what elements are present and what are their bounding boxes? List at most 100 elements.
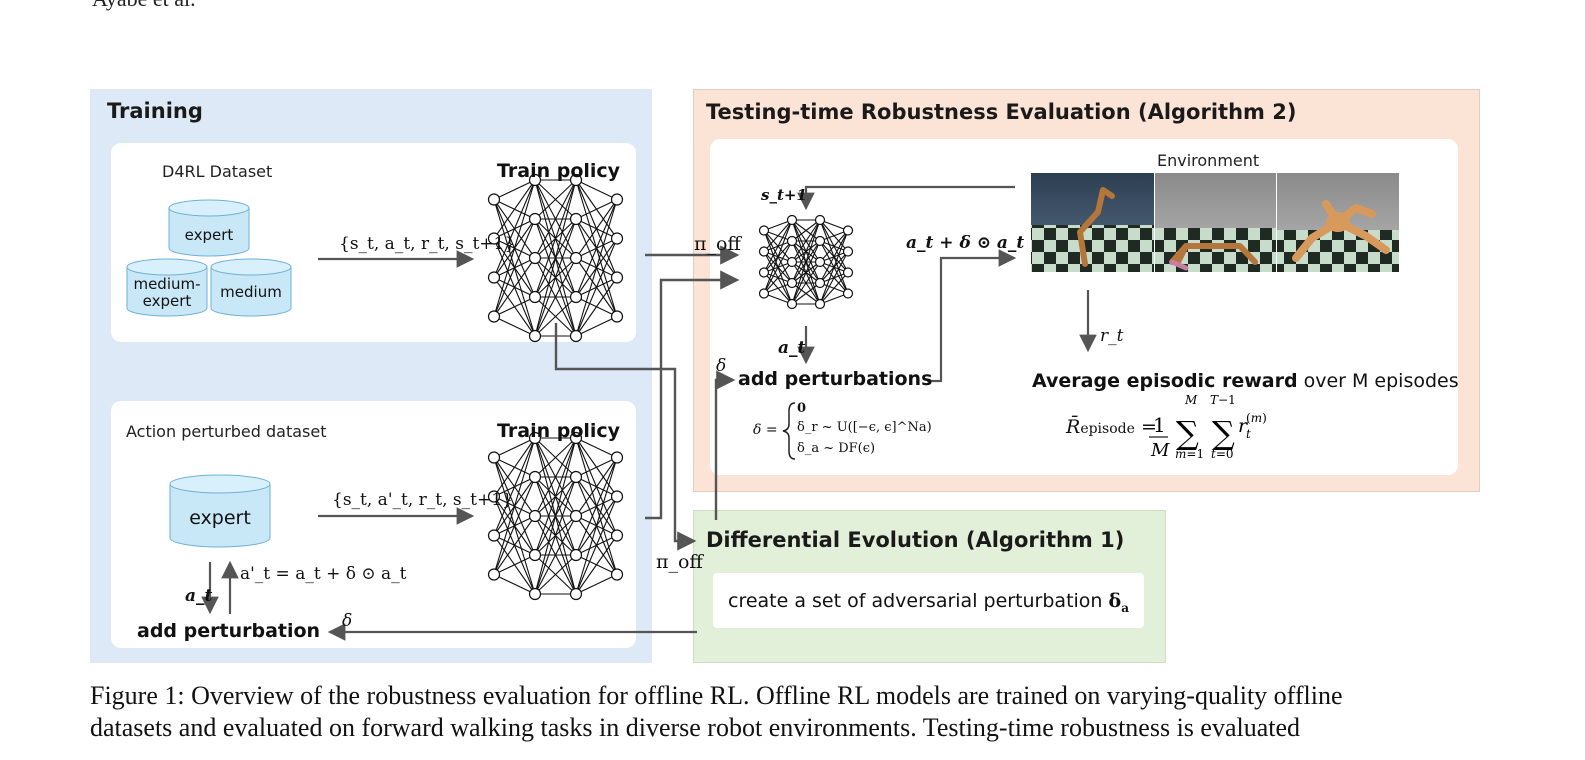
network-edge (791, 219, 821, 242)
network-edge (534, 296, 577, 337)
network-edge (575, 316, 618, 337)
network-node (758, 246, 770, 257)
network-node (528, 212, 542, 226)
network-node (487, 310, 501, 323)
network-node (814, 214, 826, 226)
delta-label-test: δ (716, 356, 727, 376)
svg-text:(m): (m) (1246, 411, 1267, 425)
average-reward-label: Average episodic reward over M episodes (1032, 370, 1459, 392)
s-next-label: s_t+1 (761, 186, 807, 204)
network-edge (534, 515, 577, 595)
network-edge (819, 230, 849, 305)
network-edge (575, 457, 618, 595)
network-edge (534, 218, 577, 337)
network-edge (791, 219, 821, 263)
network-edge (493, 554, 536, 575)
add-perturbation-label: add perturbation (137, 620, 321, 642)
network-edge (575, 535, 618, 595)
network-node (528, 470, 542, 484)
train-policy-label-2: Train policy (497, 420, 621, 442)
network-node (786, 277, 798, 289)
de-box (713, 573, 1144, 628)
delta-case-uniform: δ_r ~ U([−ϵ, ϵ]^Na) (797, 420, 932, 435)
network-node (786, 235, 798, 247)
network-node (786, 214, 798, 226)
pi-off-label-test: π_off (694, 233, 741, 255)
network-edge (575, 179, 618, 200)
network-edge (493, 179, 536, 317)
reward-formula-lhs: R̄episode = (1066, 416, 1157, 438)
network-edge (791, 240, 821, 305)
delta-brace (782, 402, 796, 460)
network-node (610, 310, 624, 323)
train-policy-label-1: Train policy (497, 160, 621, 182)
network-edge (534, 179, 577, 337)
network-node (528, 548, 542, 562)
tuple-perturbed: {s_t, a'_t, r_t, s_t+1} (332, 490, 513, 510)
tuple-d4rl: {s_t, a_t, r_t, s_t+1} (339, 234, 516, 254)
network-node (610, 271, 624, 284)
network-edge (575, 199, 618, 298)
network-node (758, 225, 770, 236)
action-expression: a_t + δ ⊙ a_t (906, 233, 1025, 253)
network-node (842, 267, 854, 278)
network-node (758, 267, 770, 278)
network-edge (493, 179, 536, 200)
network-edge (819, 230, 849, 284)
network-edge (575, 457, 618, 556)
network-node (528, 431, 542, 445)
svg-text:m=1: m=1 (1175, 447, 1204, 461)
network-edge (575, 238, 618, 337)
network-node (569, 587, 583, 601)
network-edge (819, 230, 849, 263)
network-edge (791, 219, 821, 284)
svg-text:M: M (1184, 393, 1198, 407)
network-node (487, 451, 501, 464)
arrow-de-delta (714, 370, 736, 520)
a-t-label-test: a_t (778, 338, 806, 358)
network-node (528, 173, 542, 187)
svg-text:t: t (1246, 427, 1251, 441)
perturbed-expert-label: expert (189, 507, 251, 529)
add-perturbations-label: add perturbations (738, 368, 933, 390)
network-edge (534, 257, 577, 337)
network-node (528, 509, 542, 523)
network-edge (493, 316, 536, 337)
caption-line-1: Figure 1: Overview of the robustness eva… (90, 681, 1343, 710)
svg-text:t=0: t=0 (1211, 447, 1234, 461)
dataset-medium-label: medium (220, 283, 282, 301)
network-node (487, 232, 501, 245)
network-node (814, 256, 826, 268)
network-node (842, 225, 854, 236)
cylinder-medium (210, 258, 292, 317)
network-node (814, 277, 826, 289)
network-node (842, 246, 854, 257)
network-edge (493, 437, 536, 497)
arrow-policy2-test (645, 270, 740, 520)
network-edge (575, 457, 618, 517)
network-node (569, 212, 583, 226)
formula-fraction-M: M (1150, 440, 1170, 461)
dataset-medium-expert-label: medium-expert (133, 275, 201, 310)
formula-sum-1: ∑ (1176, 414, 1199, 452)
network-edge (575, 277, 618, 337)
network-node (610, 193, 624, 206)
network-edge (763, 219, 793, 273)
perturbed-dataset-label: Action perturbed dataset (126, 422, 327, 441)
network-edge (575, 199, 618, 337)
network-edge (575, 457, 618, 478)
environment-image-walker (1155, 173, 1276, 272)
network-node (610, 232, 624, 245)
network-edge (763, 219, 793, 294)
network-edge (534, 476, 577, 595)
network-edge (763, 240, 793, 294)
arrow-perturbed-action-env (927, 249, 1017, 383)
network-node (528, 587, 542, 601)
network-edge (493, 437, 536, 536)
network-edge (819, 272, 849, 305)
reward-label: r_t (1100, 326, 1124, 346)
network-edge (493, 574, 536, 595)
network-node (569, 431, 583, 445)
network-edge (534, 179, 577, 259)
running-header: Ayabe et al. (92, 0, 196, 12)
